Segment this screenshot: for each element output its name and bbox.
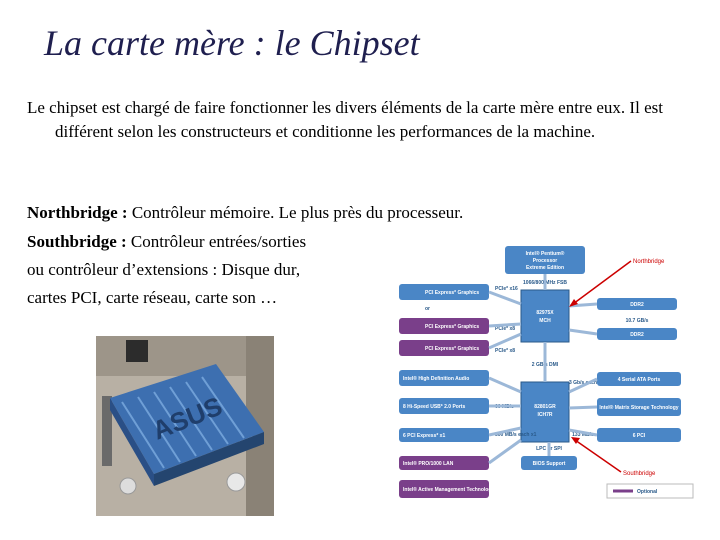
mch-line2: MCH (539, 318, 551, 324)
pcie-x8-label-1: PCIe* x8 (495, 326, 515, 332)
pcie-x1-label: 6 PCI Express* x1 (403, 433, 445, 439)
pcie-graphics-box-2 (399, 318, 489, 334)
southbridge-arrow (574, 439, 622, 473)
mch-chip (520, 289, 570, 343)
pcie-x16-label: PCIe* x16 (495, 286, 518, 292)
northbridge-annotation: Northbridge (633, 259, 665, 265)
amt-label: Intel® Active Management Technology (403, 486, 494, 493)
chipset-heatsink-photo: ASUS (96, 336, 274, 516)
hd-audio-box (399, 370, 489, 386)
legend-box (606, 483, 694, 499)
cpu-line2: Processor (533, 258, 558, 264)
sata-box (597, 372, 681, 386)
pci-label: 6 PCI (633, 433, 646, 439)
hd-audio-label: Intel® High Definition Audio (403, 375, 469, 382)
amt-box (399, 480, 489, 498)
lan-box (399, 456, 489, 470)
mem-bandwidth-label: 10.7 GB/s (626, 318, 649, 324)
pcie-graphics-label-3: PCI Express* Graphics (425, 346, 479, 352)
lan-label: Intel® PRO/1000 LAN (403, 460, 454, 467)
bios-label: BIOS Support (533, 461, 566, 467)
southbridge-line-2: ou contrôleur d’extensions : Disque dur, (27, 260, 301, 279)
ddr2-label-2: DDR2 (630, 332, 644, 338)
southbridge-annotation: Southbridge (623, 471, 656, 477)
sata-bandwidth-label: 3 Gb/s each (569, 380, 597, 386)
northbridge-line: Northbridge : Contrôleur mémoire. Le plu… (27, 203, 463, 223)
usb-label: 8 Hi-Speed USB* 2.0 Ports (403, 404, 465, 410)
southbridge-desc: Contrôleur entrées/sorties (126, 232, 307, 251)
bios-box (521, 456, 577, 470)
northbridge-term: Northbridge : (27, 203, 128, 222)
southbridge-line-3: cartes PCI, carte réseau, carte son … (27, 288, 278, 307)
ich-line1: 82801GR (534, 404, 556, 410)
slide-title: La carte mère : le Chipset (44, 23, 420, 63)
pci-box (597, 428, 681, 442)
pcie-graphics-box-3 (399, 340, 489, 356)
pci-bandwidth-label: 133 MB/s (572, 432, 594, 438)
pcie-x1-bandwidth-label: 500 MB/s each x1 (495, 432, 537, 438)
pcie-graphics-label-2: PCI Express* Graphics (425, 324, 479, 330)
pcie-graphics-label-1: PCI Express* Graphics (425, 290, 479, 296)
ich-line2: ICH7R (537, 412, 552, 418)
southbridge-line: Southbridge : Contrôleur entrées/sorties (27, 232, 306, 252)
usb-box (399, 398, 489, 414)
ddr2-box-1 (597, 298, 677, 310)
mch-line1: 82975X (536, 310, 554, 316)
northbridge-arrow (572, 260, 632, 305)
southbridge-term: Southbridge : (27, 232, 127, 251)
chipset-block-diagram: Intel® Pentium® Processor Extreme Editio… (399, 246, 694, 499)
ich-chip (520, 381, 570, 443)
pcie-graphics-box-1 (399, 284, 489, 300)
ddr2-label-1: DDR2 (630, 302, 644, 308)
pcie-x1-box (399, 428, 489, 442)
or-label: or (425, 306, 430, 312)
cpu-line1: Intel® Pentium® (526, 250, 565, 257)
matrix-storage-box (597, 398, 681, 416)
pcie-x8-label-2: PCIe* x8 (495, 348, 515, 354)
cpu-line3: Extreme Edition (526, 265, 564, 271)
legend-optional-label: Optional (637, 489, 658, 495)
matrix-storage-label: Intel® Matrix Storage Technology (599, 404, 678, 411)
northbridge-desc: Contrôleur mémoire. Le plus près du proc… (127, 203, 464, 222)
sata-label: 4 Serial ATA Ports (618, 377, 661, 383)
ddr2-box-2 (597, 328, 677, 340)
intro-paragraph: Le chipset est chargé de faire fonctionn… (27, 98, 663, 141)
cpu-box (505, 246, 585, 274)
